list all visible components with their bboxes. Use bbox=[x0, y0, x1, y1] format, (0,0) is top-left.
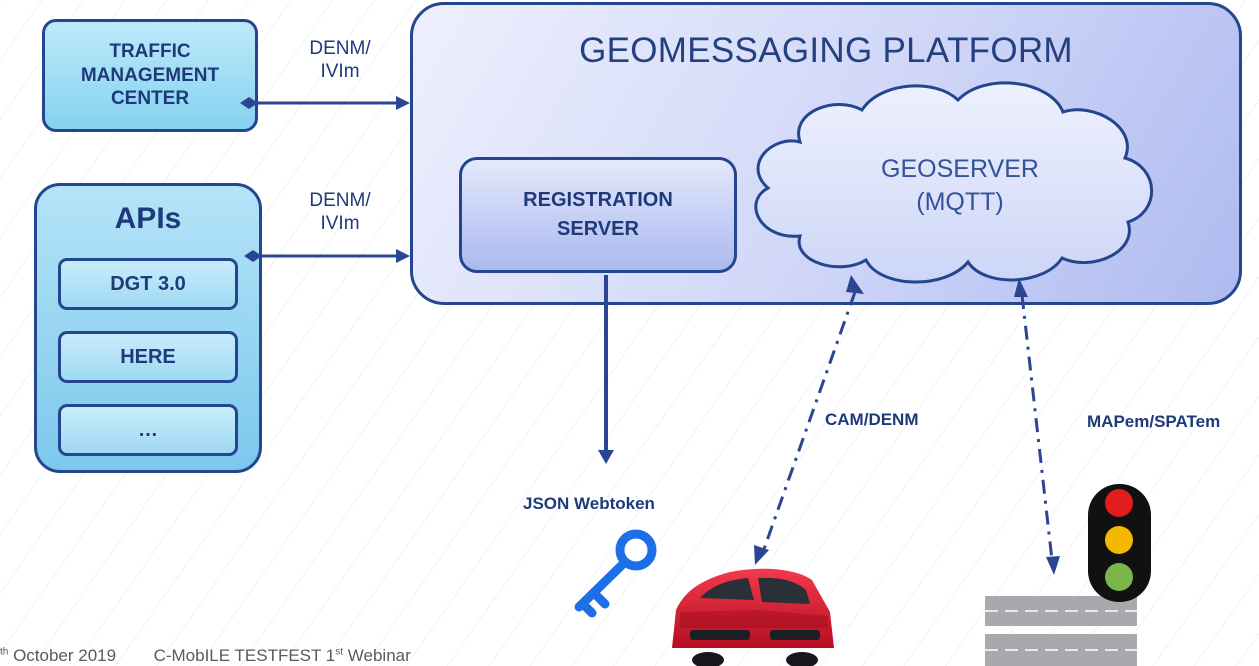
geoserver-label: GEOSERVER (MQTT) bbox=[881, 155, 1039, 216]
registration-token-arrow bbox=[598, 275, 614, 464]
api-item-dgt: DGT 3.0 bbox=[58, 258, 238, 310]
traffic-light-protocol-label: MAPem/SPATem bbox=[1087, 412, 1221, 431]
tmc-protocol-label: DENM/ IVIm bbox=[309, 38, 371, 82]
footer-event-sup: st bbox=[335, 646, 344, 658]
geoserver-cloud bbox=[754, 81, 1154, 284]
traffic-management-center-box: TRAFFIC MANAGEMENT CENTER bbox=[42, 19, 258, 132]
arrowhead bbox=[396, 249, 410, 263]
json-webtoken-label: JSON Webtoken bbox=[523, 494, 655, 513]
api-item-more: … bbox=[58, 404, 238, 456]
footer: th October 2019 C-MobILE TESTFEST 1st We… bbox=[0, 646, 411, 666]
footer-date: October 2019 bbox=[13, 646, 117, 665]
api-item-here: HERE bbox=[58, 331, 238, 383]
diamond-end bbox=[240, 97, 258, 109]
diamond-end bbox=[244, 250, 262, 262]
apis-title: APIs bbox=[114, 202, 182, 235]
apis-platform-connector bbox=[244, 249, 410, 263]
car-protocol-label: CAM/DENM bbox=[825, 410, 919, 429]
apis-box: APIs DGT 3.0 HERE … bbox=[34, 183, 262, 473]
registration-server-box: REGISTRATION SERVER bbox=[459, 157, 737, 273]
footer-event: C-MobILE TESTFEST 1 bbox=[153, 646, 336, 665]
road-icon bbox=[985, 596, 1137, 666]
footer-event-suffix: Webinar bbox=[343, 646, 411, 665]
footer-date-suffix: th bbox=[0, 646, 9, 658]
trafficlight-geoserver-connector bbox=[1014, 278, 1060, 575]
tmc-platform-connector bbox=[240, 96, 410, 110]
platform-title: GEOMESSAGING PLATFORM bbox=[579, 31, 1073, 70]
apis-protocol-label: DENM/ IVIm bbox=[309, 190, 371, 234]
car-icon bbox=[672, 568, 834, 666]
traffic-light-icon bbox=[1088, 484, 1151, 602]
key-icon bbox=[574, 529, 657, 618]
car-geoserver-connector bbox=[754, 275, 864, 565]
arrowhead bbox=[396, 96, 410, 110]
